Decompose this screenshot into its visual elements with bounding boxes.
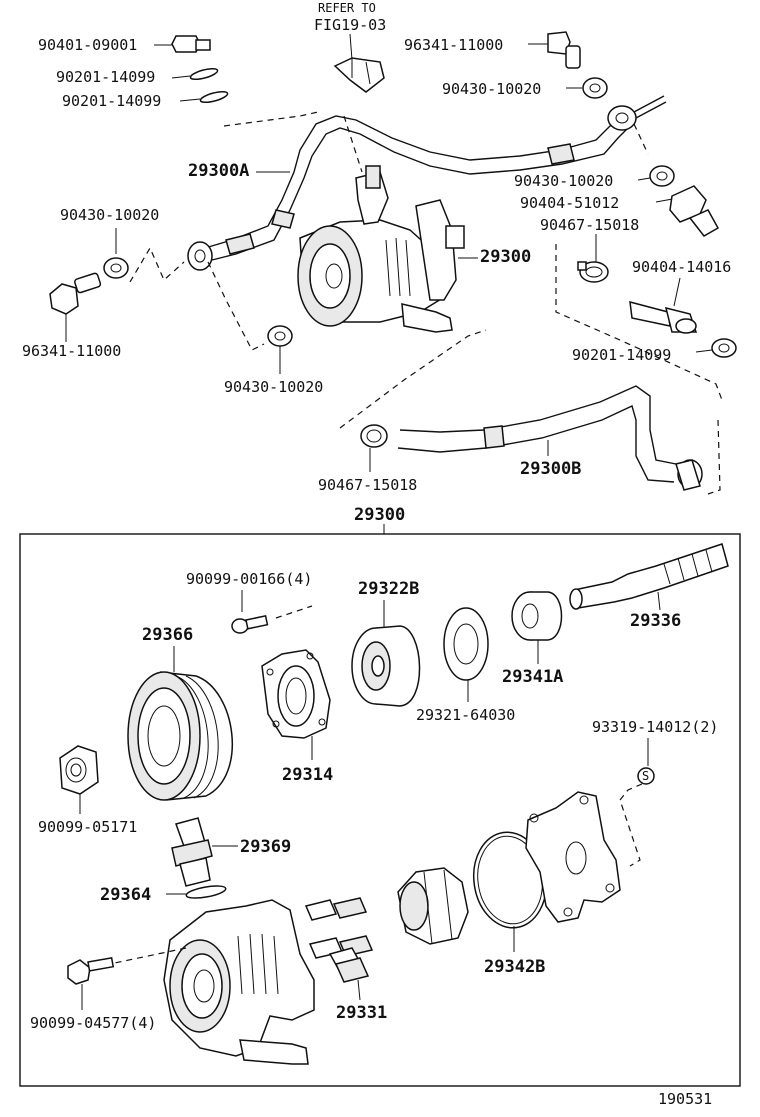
label-29366: 29366	[142, 625, 193, 645]
pin-93319-14012	[637, 767, 655, 785]
label-90430-10020-a: 90430-10020	[442, 80, 541, 98]
union-90404-51012	[669, 185, 720, 237]
gasket-90430-b	[103, 257, 129, 279]
label-90467-15018-a: 90467-15018	[540, 216, 639, 234]
clamp-90467-a	[577, 261, 609, 283]
rotor	[397, 867, 469, 945]
label-90430-10020-c: 90430-10020	[514, 172, 613, 190]
plate-29314	[261, 649, 331, 739]
vacuum-pump-assembly	[297, 165, 465, 333]
gasket-90430-d	[267, 325, 293, 347]
union-bolt-top	[547, 31, 581, 69]
vanes-29331	[304, 897, 374, 983]
label-29300: 29300	[480, 247, 531, 267]
screw-90099-00166	[231, 614, 269, 634]
nipple-90404-14016	[629, 300, 698, 334]
washer-90201-a	[189, 67, 219, 81]
shaft-29336	[569, 543, 729, 610]
label-90201-14099-c: 90201-14099	[572, 346, 671, 364]
washer-90201-b	[199, 90, 229, 104]
bolt-90099-04577	[67, 956, 115, 985]
pulley-29366	[127, 671, 234, 801]
washer-29321-64030	[443, 607, 489, 681]
label-90404-14016: 90404-14016	[632, 258, 731, 276]
label-93319-14012: 93319-14012(2)	[592, 718, 718, 736]
pump-housing	[163, 899, 315, 1065]
clamp-90467-b	[360, 424, 388, 448]
oil-seal-29341A	[511, 591, 563, 641]
figure-number: 190531	[658, 1090, 712, 1108]
bearing-29322B	[351, 625, 421, 707]
label-90467-15018-b: 90467-15018	[318, 476, 417, 494]
nut-90099-05171	[59, 745, 99, 795]
oring-29364	[185, 885, 227, 899]
label-29364: 29364	[100, 885, 151, 905]
hose-29300A	[187, 95, 667, 271]
label-90430-10020-b: 90430-10020	[60, 206, 159, 224]
label-90401-09001: 90401-09001	[38, 36, 137, 54]
hose-29300B	[397, 385, 703, 491]
bolt-90401-09001	[171, 35, 211, 53]
label-29300B: 29300B	[520, 459, 581, 479]
svg-text:S: S	[642, 769, 649, 783]
label-96341-11000-left: 96341-11000	[22, 342, 121, 360]
label-29336: 29336	[630, 611, 681, 631]
exploded-view-frame	[19, 533, 741, 1087]
refer-fig-label: FIG19-03	[314, 16, 386, 34]
gasket-90430-c	[649, 165, 675, 187]
label-29369: 29369	[240, 837, 291, 857]
label-29322B: 29322B	[358, 579, 419, 599]
bracket-part	[333, 57, 385, 93]
label-29342B: 29342B	[484, 957, 545, 977]
label-96341-11000-top: 96341-11000	[404, 36, 503, 54]
label-29331: 29331	[336, 1003, 387, 1023]
end-plate	[525, 791, 621, 923]
label-29314: 29314	[282, 765, 333, 785]
washer-90201-c	[711, 338, 737, 358]
label-90099-05171: 90099-05171	[38, 818, 137, 836]
label-90201-14099-b: 90201-14099	[62, 92, 161, 110]
refer-to-label: REFER TO	[318, 1, 376, 15]
label-90099-00166: 90099-00166(4)	[186, 570, 312, 588]
label-29300A: 29300A	[188, 161, 249, 181]
union-bolt-left	[49, 272, 102, 315]
box-title: 29300	[354, 505, 405, 525]
label-90430-10020-d: 90430-10020	[224, 378, 323, 396]
label-29321-64030: 29321-64030	[416, 706, 515, 724]
label-29341A: 29341A	[502, 667, 563, 687]
label-90404-51012: 90404-51012	[520, 194, 619, 212]
sensor-29369	[171, 817, 213, 887]
label-90099-04577: 90099-04577(4)	[30, 1014, 156, 1032]
label-90201-14099-a: 90201-14099	[56, 68, 155, 86]
gasket-90430-a	[582, 77, 608, 99]
